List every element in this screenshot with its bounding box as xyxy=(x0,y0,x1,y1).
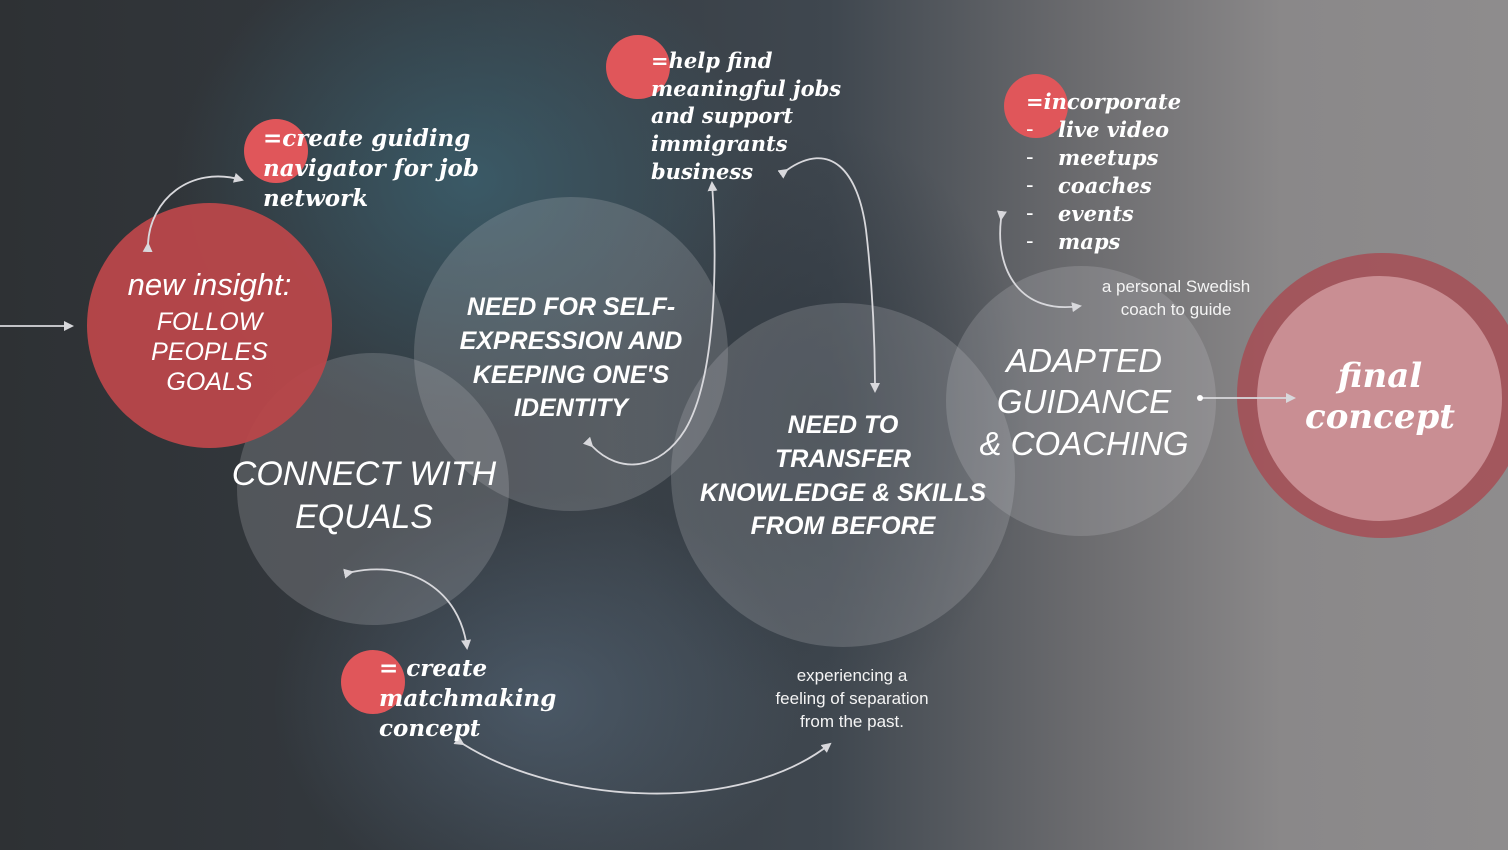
final-line-2: concept xyxy=(1305,396,1455,437)
matchmaking-line-1: = create xyxy=(379,655,488,682)
transfer-line-3: KNOWLEDGE & SKILLS xyxy=(699,478,987,507)
incorporate-item: - maps xyxy=(1026,228,1246,256)
help-line-5: business xyxy=(651,158,754,184)
incorporate-item-label: maps xyxy=(1058,228,1121,254)
matchmaking-dot xyxy=(341,650,405,714)
help-line-3: and support xyxy=(651,103,794,129)
help-line-4: immigrants xyxy=(651,131,788,157)
new-insight-label: new insight: FOLLOW PEOPLES GOALS xyxy=(87,266,332,397)
connect-line-1: CONNECT WITH xyxy=(231,455,497,493)
coach-line-1: a personal Swedish xyxy=(1101,277,1251,296)
incorporate-dot xyxy=(1004,74,1068,138)
transfer-line-4: FROM BEFORE xyxy=(750,512,936,541)
incorporate-item-label: meetups xyxy=(1058,144,1159,170)
separation-line-1: experiencing a xyxy=(796,666,908,685)
incorporate-item-label: events xyxy=(1058,200,1134,226)
new-insight-line-1: FOLLOW xyxy=(156,308,263,337)
transfer-label: NEED TO TRANSFER KNOWLEDGE & SKILLS FROM… xyxy=(681,409,1005,544)
incorporate-item-label: live video xyxy=(1058,116,1170,142)
guiding-line-2: navigator for job xyxy=(263,154,479,182)
arrow-incorporate-coach xyxy=(996,210,1082,313)
self-expression-line-3: KEEPING ONE'S xyxy=(472,360,670,389)
connect-line-2: EQUALS xyxy=(295,497,433,536)
coach-note: a personal Swedish coach to guide xyxy=(1086,276,1266,322)
guiding-dot xyxy=(244,119,308,183)
final-concept-label: final concept xyxy=(1280,356,1480,438)
adapted-line-3: & COACHING xyxy=(979,424,1189,462)
arrow-matchmaking-separation xyxy=(453,735,832,795)
self-expression-label: NEED FOR SELF- EXPRESSION AND KEEPING ON… xyxy=(430,291,712,426)
list-dash: - xyxy=(1026,144,1034,169)
help-note: =help find meaningful jobs and support i… xyxy=(651,47,891,186)
help-dot xyxy=(606,35,670,99)
incorporate-note: =incorporate - live video - meetups - co… xyxy=(1026,88,1246,256)
guiding-line-1: =create guiding xyxy=(263,125,471,152)
separation-note: experiencing a feeling of separation fro… xyxy=(752,665,952,734)
guiding-note: =create guiding navigator for job networ… xyxy=(263,124,543,214)
list-dash: - xyxy=(1026,200,1034,225)
self-expression-line-4: IDENTITY xyxy=(514,394,628,423)
incorporate-title: =incorporate xyxy=(1026,89,1182,114)
separation-line-3: from the past. xyxy=(800,711,904,731)
self-expression-line-1: NEED FOR SELF- xyxy=(466,293,676,321)
help-line-1: =help find xyxy=(651,48,773,73)
adapted-line-1: ADAPTED xyxy=(1006,342,1162,379)
incorporate-item: - live video xyxy=(1026,116,1246,144)
incorporate-item-label: coaches xyxy=(1058,172,1152,198)
new-insight-title: new insight: xyxy=(127,267,292,302)
matchmaking-note: = create matchmaking concept xyxy=(379,654,619,744)
list-dash: - xyxy=(1026,172,1034,197)
final-concept-circle xyxy=(1257,276,1502,521)
new-insight-line-3: GOALS xyxy=(166,368,253,397)
coach-line-2: coach to guide xyxy=(1120,299,1232,319)
incorporate-item: - coaches xyxy=(1026,172,1246,200)
transfer-line-1: NEED TO xyxy=(787,411,899,439)
matchmaking-line-2: matchmaking xyxy=(379,684,557,712)
arrow-insight-guiding xyxy=(142,172,244,253)
arrow-self-help xyxy=(582,181,718,466)
separation-line-2: feeling of separation xyxy=(775,688,929,708)
adapted-label: ADAPTED GUIDANCE & COACHING xyxy=(956,340,1212,464)
incorporate-item: - events xyxy=(1026,200,1246,228)
incorporate-item: - meetups xyxy=(1026,144,1246,172)
adapted-line-2: GUIDANCE xyxy=(996,383,1172,421)
connect-label: CONNECT WITH EQUALS xyxy=(213,453,515,538)
transfer-line-2: TRANSFER xyxy=(774,444,912,473)
new-insight-line-2: PEOPLES xyxy=(151,338,268,367)
list-dash: - xyxy=(1026,228,1034,253)
arrow-connect-matchmaking xyxy=(343,568,471,650)
guiding-line-3: network xyxy=(263,184,369,212)
list-dash: - xyxy=(1026,116,1034,141)
help-line-2: meaningful jobs xyxy=(651,75,842,101)
self-expression-line-2: EXPRESSION AND xyxy=(459,326,683,355)
final-line-1: final xyxy=(1337,356,1423,396)
arrow-help-transfer xyxy=(777,157,880,393)
matchmaking-line-3: concept xyxy=(379,714,481,742)
